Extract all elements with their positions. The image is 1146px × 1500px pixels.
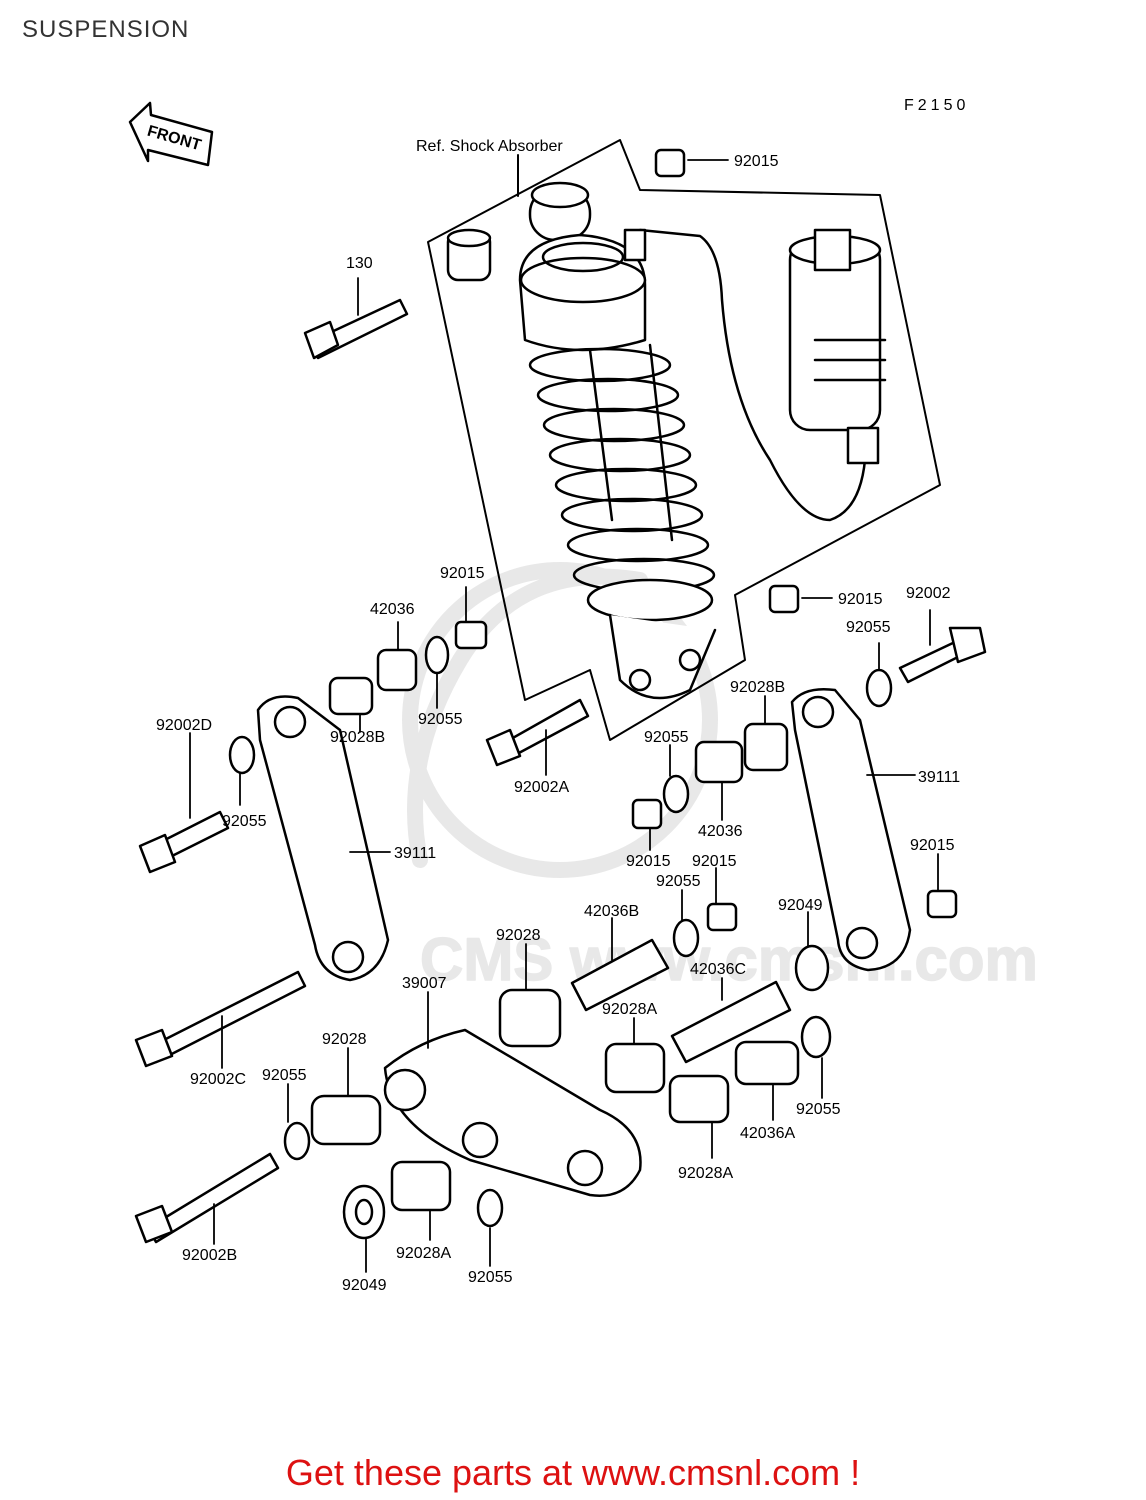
suspension-diagram: CMS www.cmsnl.com FRONT F2150 Ref. Shock… xyxy=(128,97,1039,1294)
callout-label: 92028A xyxy=(678,1165,733,1182)
callout-label: 92055 xyxy=(222,813,267,830)
bolt-92002b xyxy=(134,1152,280,1244)
callout-label: 92002C xyxy=(190,1071,246,1088)
callout-label: 92015 xyxy=(910,837,955,854)
callout-label: 92015 xyxy=(734,153,779,170)
callout-label: 39111 xyxy=(918,769,960,786)
watermark: CMS www.cmsnl.com xyxy=(402,562,1039,994)
callout-label: 39007 xyxy=(402,975,447,992)
callout-label: 92002D xyxy=(156,717,212,734)
callout-label: 92028A xyxy=(396,1245,451,1262)
callout-label: 92028 xyxy=(496,927,541,944)
callout-label: 92015 xyxy=(626,853,671,870)
watermark-text: CMS www.cmsnl.com xyxy=(420,926,1038,993)
bolt-92002a xyxy=(485,698,590,767)
callout-label: 92028A xyxy=(602,1001,657,1018)
tie-rod-right xyxy=(790,688,912,972)
ref-label: Ref. Shock Absorber xyxy=(416,138,563,155)
callout-label: 92028 xyxy=(322,1031,367,1048)
callout-label: 42036C xyxy=(690,961,746,978)
callout-label: 92055 xyxy=(656,873,701,890)
callout-label: 92055 xyxy=(796,1101,841,1118)
leader-lines xyxy=(189,159,939,1273)
callout-label: 39111 xyxy=(394,845,436,862)
bolt-130 xyxy=(303,298,409,360)
rocker-arm xyxy=(383,1028,642,1197)
callout-label: 92055 xyxy=(644,729,689,746)
callout-label: 130 xyxy=(346,255,373,272)
callout-labels: 92015 130 92015 92002 92015 42036 92055 … xyxy=(156,153,960,1294)
callout-label: 92002A xyxy=(514,779,569,796)
bolt-92002c xyxy=(134,970,307,1068)
footer-link[interactable]: Get these parts at www.cmsnl.com ! xyxy=(285,1452,861,1493)
callout-label: 42036 xyxy=(698,823,743,840)
callout-label: 92049 xyxy=(778,897,823,914)
hardware-parts xyxy=(228,148,958,1240)
shock-reference-outline xyxy=(427,139,941,741)
bolt-92002 xyxy=(898,626,987,684)
callout-label: 92055 xyxy=(418,711,463,728)
callout-label: 92002 xyxy=(906,585,951,602)
callout-label: 42036A xyxy=(740,1125,795,1142)
callout-label: 42036B xyxy=(584,903,639,920)
callout-label: 92055 xyxy=(468,1269,513,1286)
shock-absorber xyxy=(446,181,887,700)
callout-label: 92049 xyxy=(342,1277,387,1294)
tie-rod-left xyxy=(256,695,390,982)
callout-label: 92055 xyxy=(846,619,891,636)
callout-label: 92015 xyxy=(838,591,883,608)
bolt-92002d xyxy=(138,810,230,874)
figure-code: F2150 xyxy=(904,97,969,114)
callout-label: 92015 xyxy=(440,565,485,582)
page-title: SUSPENSION xyxy=(22,16,190,43)
callout-label: 92055 xyxy=(262,1067,307,1084)
front-arrow-icon: FRONT xyxy=(128,101,214,167)
callout-label: 92002B xyxy=(182,1247,237,1264)
callout-label: 42036 xyxy=(370,601,415,618)
callout-label: 92028B xyxy=(330,729,385,746)
callout-label: 92015 xyxy=(692,853,737,870)
callout-label: 92028B xyxy=(730,679,785,696)
